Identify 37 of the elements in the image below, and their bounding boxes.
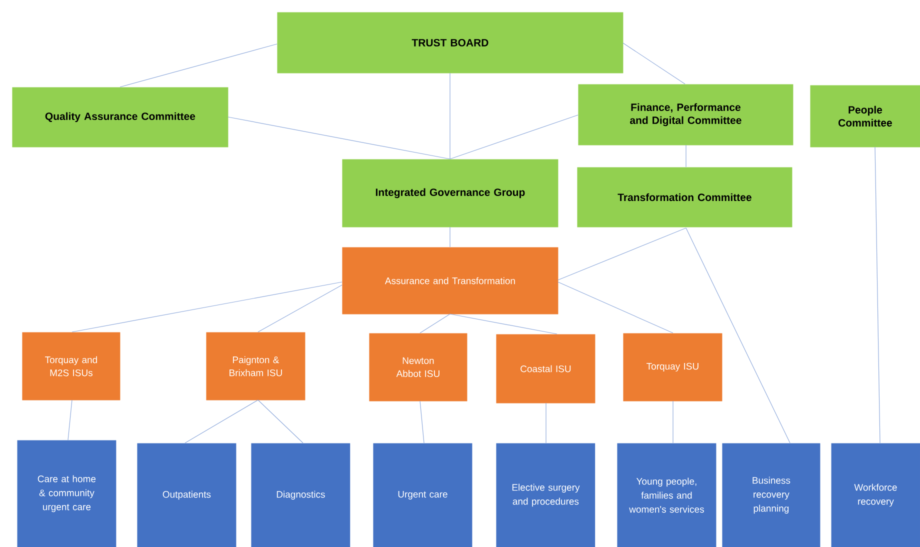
unit-box: Newton Abbot ISU	[369, 333, 468, 402]
connector-line	[72, 282, 342, 332]
connector-line	[874, 146, 880, 444]
connector-line	[420, 314, 450, 334]
connector-line	[258, 284, 342, 332]
unit-box: Torquay and M2S ISUs	[22, 332, 120, 400]
committee-box: TRUST BOARD	[277, 12, 624, 74]
connector-line	[68, 400, 72, 440]
connector-line	[672, 400, 674, 444]
connector-line	[622, 42, 686, 84]
service-box: Diagnostics	[251, 443, 350, 547]
service-box: Outpatients	[137, 443, 236, 547]
connector-line	[450, 314, 558, 334]
committee-box: Integrated Governance Group	[342, 159, 558, 228]
connector-line	[558, 228, 686, 280]
connector-line	[258, 400, 304, 444]
unit-box: Torquay ISU	[623, 333, 722, 402]
service-box: Urgent care	[373, 443, 472, 547]
service-box: Business recovery planning	[722, 443, 820, 547]
committee-box: Transformation Committee	[577, 167, 792, 228]
unit-box: Coastal ISU	[496, 334, 596, 404]
committee-box: People Committee	[810, 85, 920, 148]
service-box: Young people, families and women's services	[617, 443, 716, 547]
service-box: Workforce recovery	[831, 443, 920, 547]
unit-box: Paignton & Brixham ISU	[206, 332, 306, 400]
service-box: Care at home & community urgent care	[17, 440, 116, 547]
connector-line	[686, 228, 790, 444]
connector-line	[558, 282, 674, 334]
committee-box: Quality Assurance Committee	[12, 87, 228, 148]
connector-line	[420, 400, 424, 444]
connector-line	[228, 116, 450, 160]
service-box: Elective surgery and procedures	[496, 443, 596, 547]
unit-box: Assurance and Transformation	[342, 247, 558, 314]
connector-line	[184, 400, 258, 444]
connector-line	[450, 114, 578, 160]
connector-line	[120, 44, 278, 88]
committee-box: Finance, Performance and Digital Committee	[578, 84, 794, 146]
